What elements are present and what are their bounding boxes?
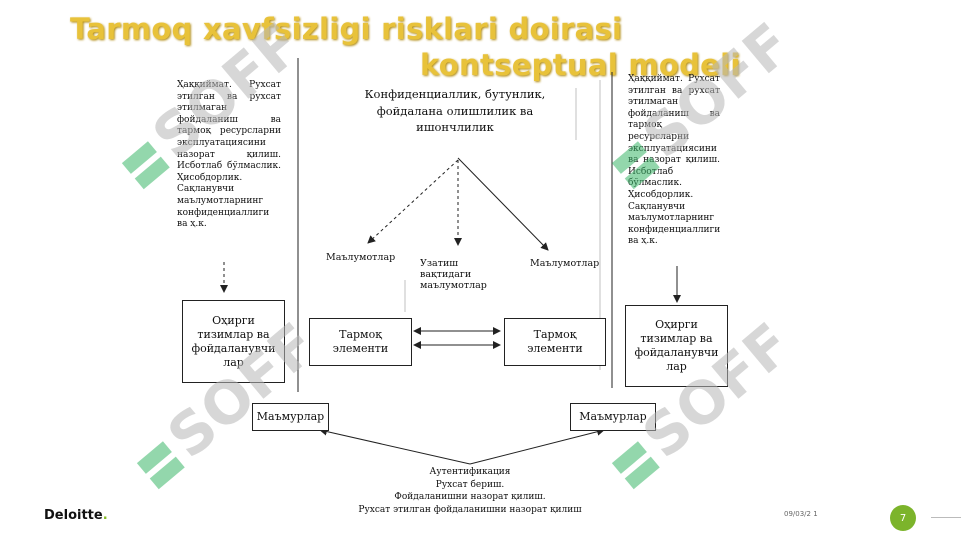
right-end-systems-label: Оҳирги тизимлар ва фойдаланувчи лар — [634, 318, 719, 373]
slide-title-line-1: Tarmoq xavfsizligi risklari doirasi — [70, 12, 623, 46]
slide-date: 09/03/2 1 — [784, 510, 818, 518]
slide-title-line-2: kontseptual modeli — [420, 48, 741, 82]
auth-line-4: Рухсат этилган фойдаланишни назорат қили… — [358, 504, 582, 515]
right-end-systems-box: Оҳирги тизимлар ва фойдаланувчи лар — [625, 305, 728, 387]
page-number-badge: 7 — [890, 505, 916, 531]
left-admins-label: Маъмурлар — [256, 410, 325, 423]
left-end-systems-box: Оҳирги тизимлар ва фойдаланувчи лар — [182, 300, 285, 383]
right-security-requirements-note: Ҳаққиймат. Рухсат этилган ва рухсат этил… — [628, 74, 721, 247]
auth-line-2: Рухсат бериш. — [435, 479, 505, 490]
arrow-auth-to-left-admin — [319, 427, 471, 465]
deloitte-logo: Deloitte. — [44, 508, 108, 523]
logo-text: Deloitte — [44, 508, 103, 523]
transit-data-label: Узатиш вақтидаги маълумотлар — [420, 258, 487, 291]
right-data-label: Маълумотлар — [530, 258, 600, 269]
page-number: 7 — [899, 512, 907, 524]
right-admins-label: Маъмурлар — [579, 410, 647, 423]
auth-line-1: Аутентификация — [429, 467, 511, 477]
left-data-label: Маълумотлар — [326, 252, 396, 263]
right-network-element-box: Тармоқ элементи — [504, 318, 606, 366]
arrow-to-right-data — [457, 157, 549, 251]
left-network-element-label: Тармоқ элементи — [332, 328, 389, 355]
logo-dot: . — [102, 508, 108, 523]
arrow-auth-to-right-admin — [469, 427, 605, 465]
arrow-to-left-data — [367, 159, 459, 244]
security-properties-text: Конфиденциаллик, бутунлик, фойдалана оли… — [364, 87, 546, 134]
right-admins-box: Маъмурлар — [570, 403, 656, 431]
left-network-element-box: Тармоқ элементи — [309, 318, 412, 366]
authentication-controls: Аутентификация Рухсат бериш. Фойдаланишн… — [340, 466, 600, 516]
left-end-systems-label: Оҳирги тизимлар ва фойдаланувчи лар — [191, 313, 276, 369]
auth-line-3: Фойдаланишни назорат қилиш. — [394, 492, 546, 502]
left-security-requirements-note: Ҳаққиймат. Рухсат этилган ва рухсат этил… — [177, 80, 281, 230]
footer-line — [931, 517, 961, 518]
left-admins-box: Маъмурлар — [252, 403, 329, 431]
right-network-element-label: Тармоқ элементи — [527, 328, 583, 355]
